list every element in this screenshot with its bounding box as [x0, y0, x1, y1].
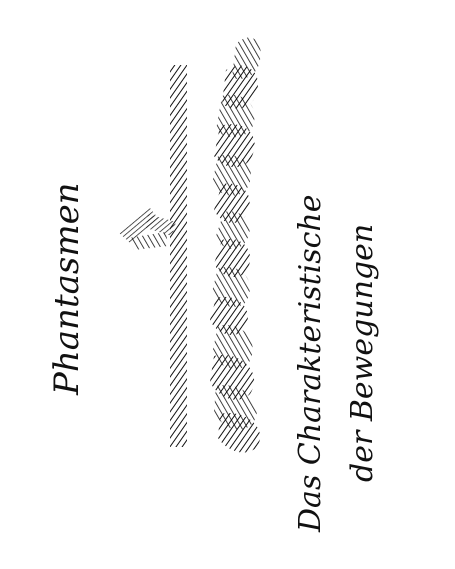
- right-caption-line2: der Bewegungen: [345, 224, 380, 482]
- left-caption: Phantasmen: [47, 182, 87, 396]
- vertical-hatched-bar: [170, 65, 187, 447]
- hatched-wave-forms: [210, 37, 261, 453]
- small-hatched-mark: [118, 208, 176, 250]
- right-caption-line1: Das Charakteristische: [293, 195, 328, 534]
